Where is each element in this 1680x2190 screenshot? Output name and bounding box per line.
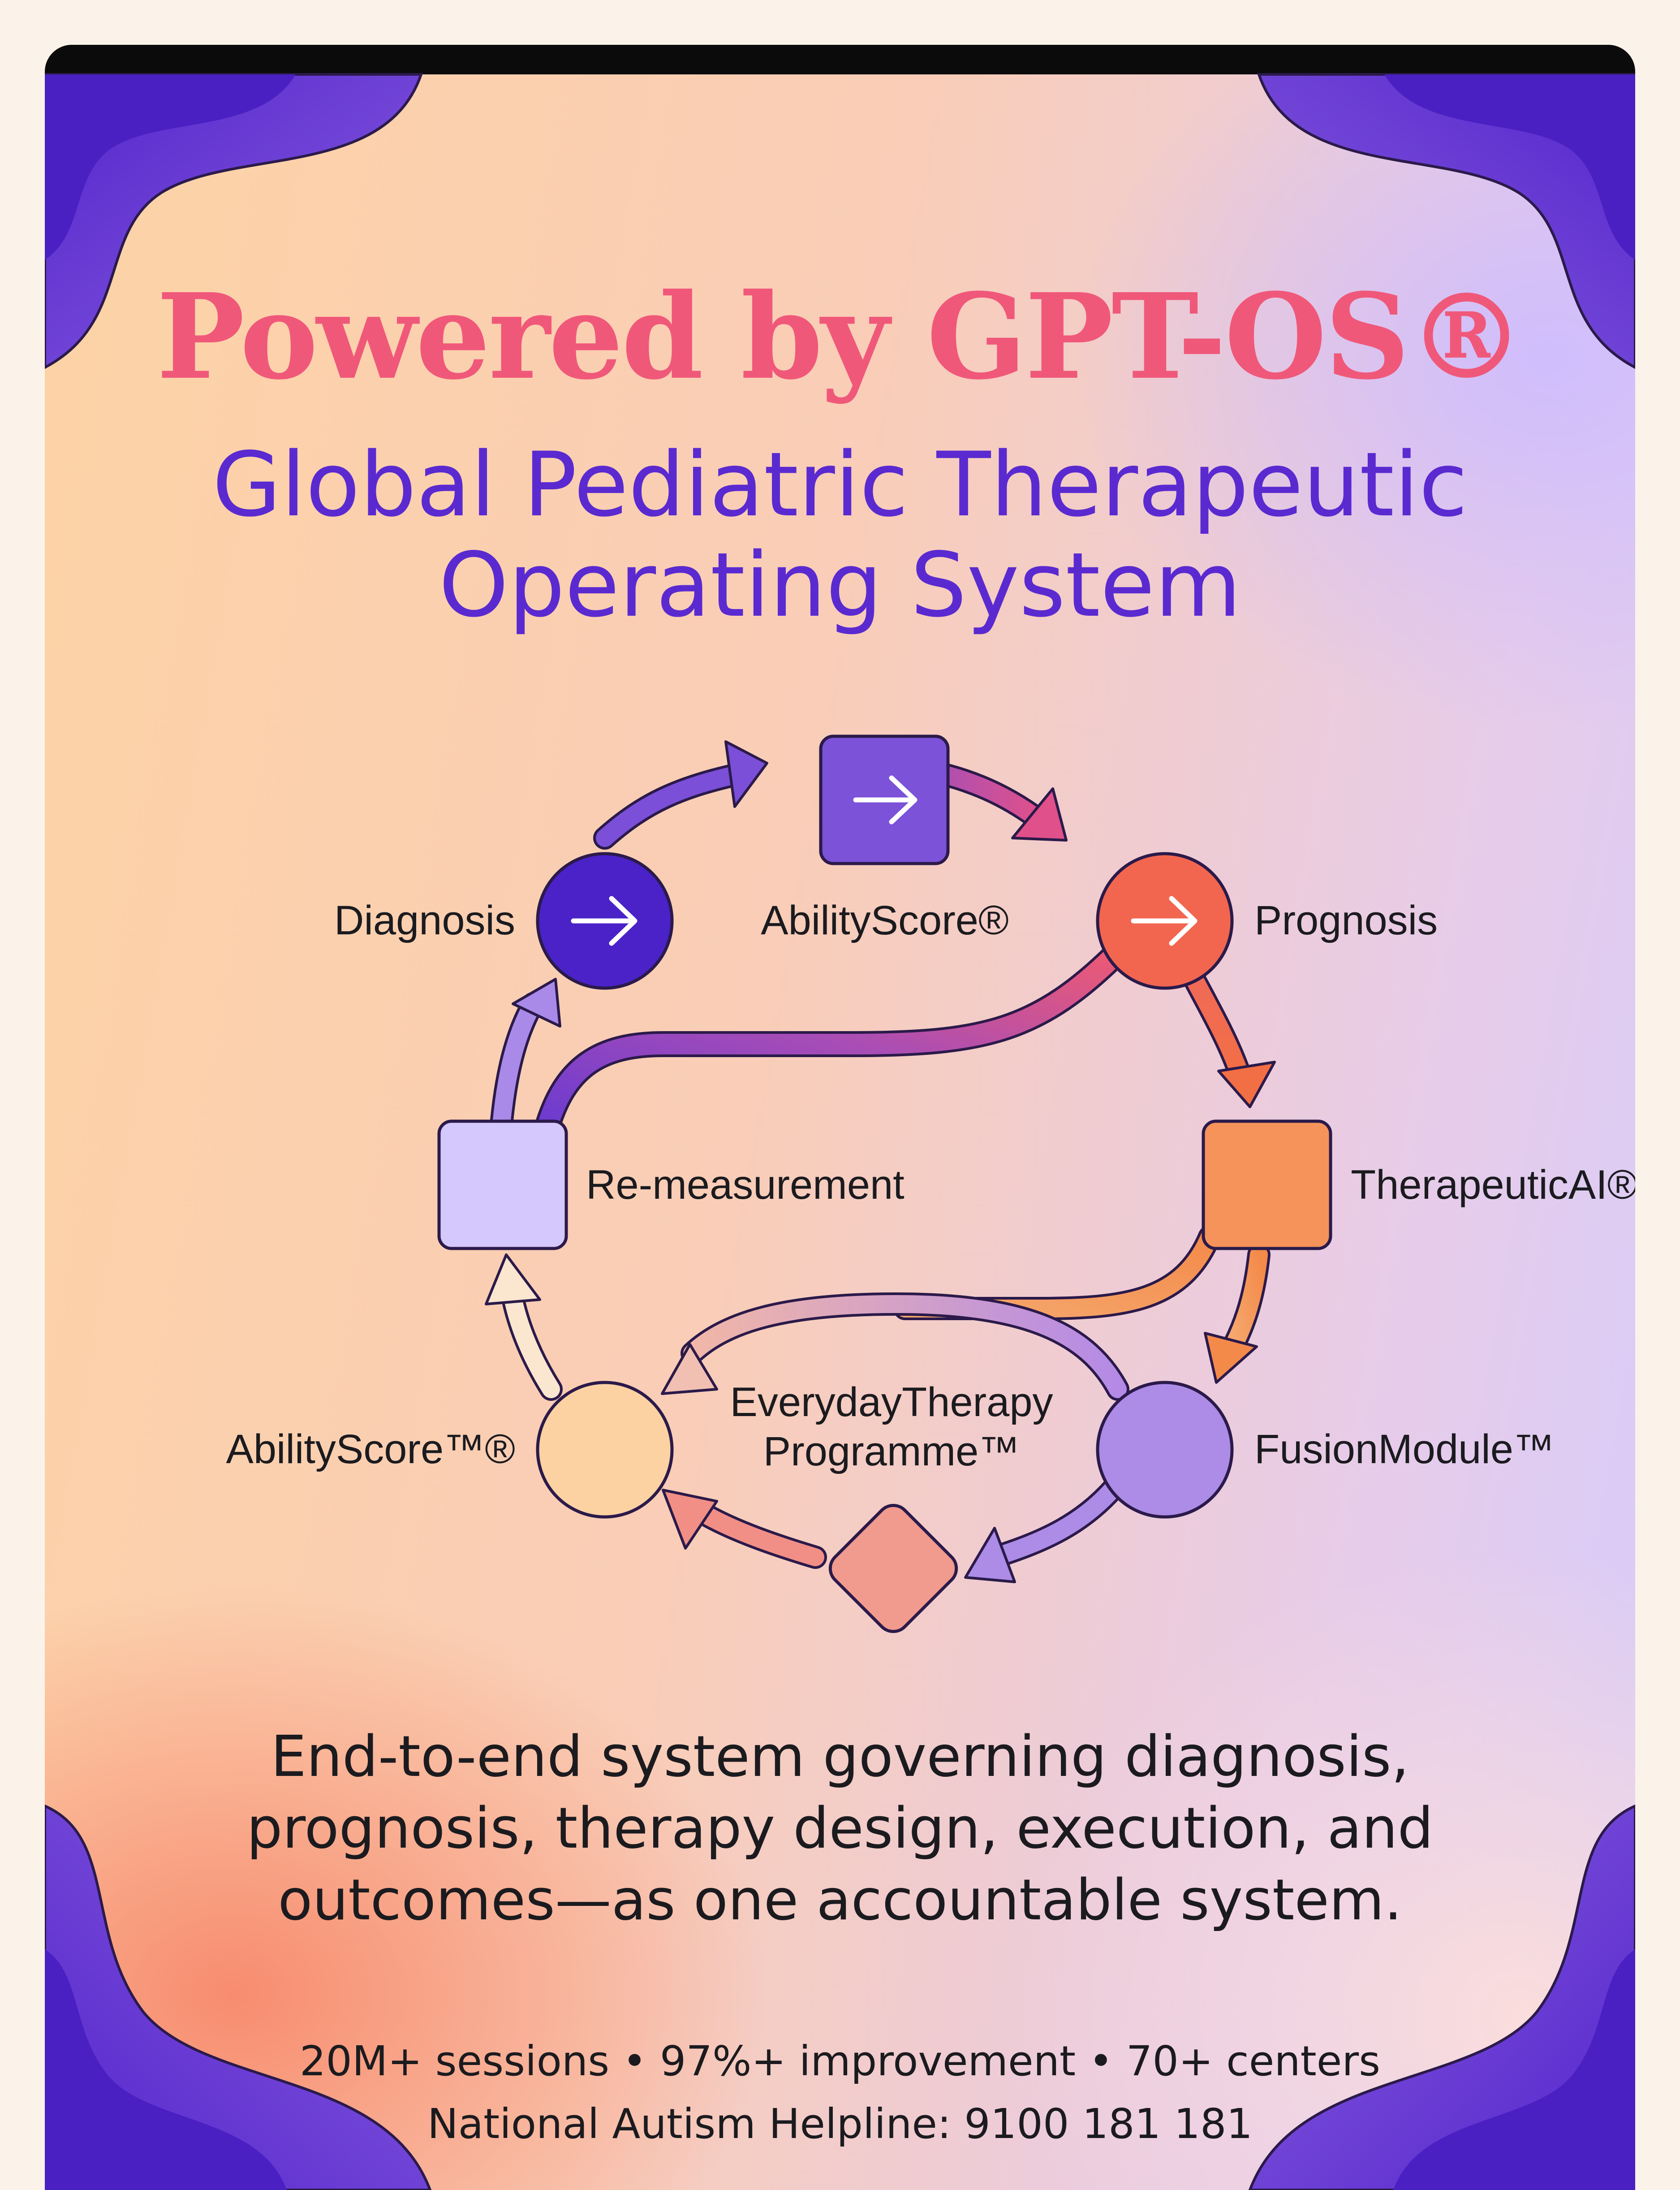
poster: Diagnosis AbilityScore® Prognosis Re-mea… xyxy=(45,45,1635,2190)
subheadline-line2: Operating System xyxy=(439,533,1241,637)
tagline-line1: End-to-end system governing diagnosis, xyxy=(271,1723,1409,1789)
connector-prognosis-to-remeasurement xyxy=(534,937,1133,1142)
subheadline: Global Pediatric Therapeutic Operating S… xyxy=(45,435,1635,635)
node-remeasurement xyxy=(437,1119,568,1250)
node-fusionmodule xyxy=(1096,1381,1234,1519)
tagline-line3: outcomes—as one accountable system. xyxy=(278,1867,1402,1933)
label-everyday-line1: EverydayTherapy xyxy=(730,1379,1053,1425)
corner-wave-bottom-right xyxy=(1248,1804,1635,2190)
diagram-art: Diagnosis AbilityScore® Prognosis Re-mea… xyxy=(45,73,1635,2190)
connector-abilityscore-to-remeasurement xyxy=(485,1253,563,1401)
top-bar xyxy=(45,45,1635,74)
helpline: National Autism Helpline: 9100 181 181 xyxy=(427,2100,1253,2148)
label-remeasurement: Re-measurement xyxy=(586,1162,905,1208)
label-prognosis: Prognosis xyxy=(1254,898,1438,943)
arrow-right-icon xyxy=(853,775,918,825)
label-everyday-line2: Programme™ xyxy=(763,1429,1020,1474)
footer-stats: 20M+ sessions • 97%+ improvement • 70+ c… xyxy=(45,2030,1635,2155)
connector-prognosis-to-therapeuticai xyxy=(1178,959,1276,1108)
connector-diagnosis-to-abilityscore xyxy=(593,740,768,850)
label-fusionmodule: FusionModule™ xyxy=(1254,1426,1555,1472)
connector-fusionmodule-to-diamond xyxy=(964,1472,1129,1583)
label-diagnosis: Diagnosis xyxy=(334,898,515,943)
stats-line: 20M+ sessions • 97%+ improvement • 70+ c… xyxy=(299,2037,1381,2085)
node-diamond xyxy=(828,1503,958,1633)
connector-therapeuticai-to-loop xyxy=(893,1225,1221,1320)
tagline: End-to-end system governing diagnosis, p… xyxy=(45,1721,1635,1936)
node-abilityscore-bottom xyxy=(536,1381,674,1519)
label-therapeuticai: TherapeuticAI® xyxy=(1351,1162,1635,1208)
node-prognosis xyxy=(1096,852,1234,990)
corner-wave-top-left xyxy=(45,73,423,369)
subheadline-line1: Global Pediatric Therapeutic xyxy=(212,433,1468,536)
headline: Powered by GPT-OS® xyxy=(156,268,1525,406)
tagline-line2: prognosis, therapy design, execution, an… xyxy=(246,1795,1434,1861)
connector-diamond-to-abilityscore xyxy=(662,1489,827,1569)
arrow-right-icon xyxy=(571,896,638,946)
corner-wave-bottom-left xyxy=(45,1804,432,2190)
connector-therapeuticai-to-fusionmodule xyxy=(1204,1243,1271,1384)
corner-wave-top-right xyxy=(1257,73,1635,369)
connector-remeasurement-to-diagnosis xyxy=(490,978,561,1132)
arrow-right-icon xyxy=(1131,896,1198,946)
label-abilityscore-top: AbilityScore® xyxy=(761,898,1009,943)
node-abilityscore-top xyxy=(819,734,950,865)
label-abilityscore-bottom: AbilityScore™® xyxy=(226,1426,515,1472)
node-diagnosis xyxy=(536,852,674,990)
connector-fusionmodule-to-everyday xyxy=(661,1292,1129,1401)
node-therapeuticai xyxy=(1202,1119,1332,1250)
